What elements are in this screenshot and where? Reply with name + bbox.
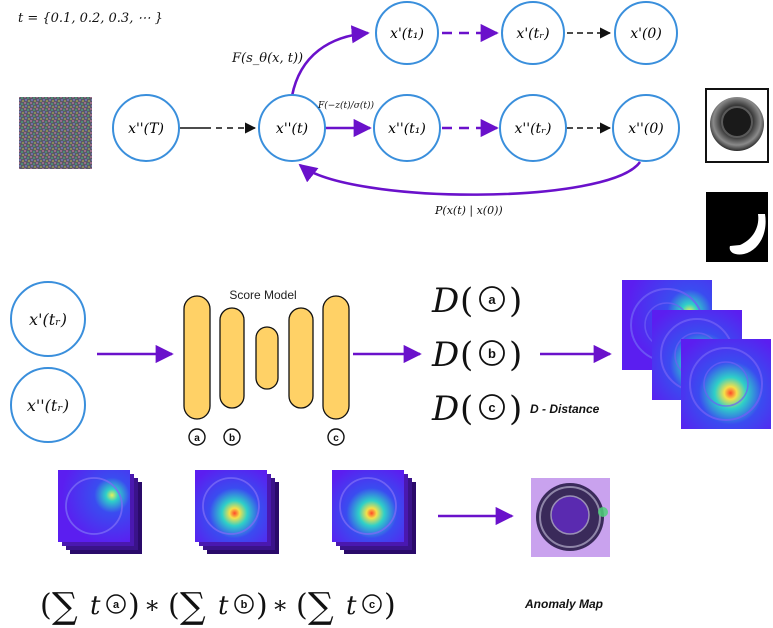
svg-text:(: (	[168, 588, 180, 623]
score-model-title: Score Model	[229, 288, 296, 302]
arrow-score-step	[290, 25, 370, 97]
node-xpp-tr-label: x''(tᵣ)	[514, 121, 551, 137]
svg-text:(: (	[40, 588, 52, 623]
input-sample-image	[705, 88, 769, 163]
layer-marker-b: b	[223, 428, 241, 446]
layer-marker-b-label: b	[229, 433, 235, 444]
distance-term-b: D ( b )	[431, 335, 522, 375]
node-xpp-t1: x''(t₁)	[373, 94, 441, 162]
times-symbol-1: ∗	[144, 591, 160, 619]
t-symbol-c: t	[346, 591, 357, 621]
time-set-formula: t = {0.1, 0.2, 0.3, ⋯ }	[18, 11, 163, 26]
svg-text:(: (	[296, 588, 308, 623]
time-stack-a	[58, 470, 142, 554]
formula-term-b: b	[241, 599, 248, 611]
layer-marker-a-label: a	[194, 433, 200, 444]
layer-marker-a: a	[188, 428, 206, 446]
distance-a-label: a	[488, 292, 496, 307]
label-noise-step: F(−z(t)/σ(t))	[317, 100, 374, 111]
input-node-xp-tr: x'(tᵣ)	[10, 281, 86, 357]
node-xp-tr-label: x'(tᵣ)	[516, 26, 549, 42]
node-xpp-tr: x''(tᵣ)	[499, 94, 567, 162]
svg-text:): )	[509, 281, 522, 321]
layer-marker-c: c	[327, 428, 345, 446]
input-xp-tr-label: x'(tᵣ)	[29, 310, 67, 329]
time-stack-b	[195, 470, 279, 554]
sum-symbol-c: ∑	[308, 586, 334, 627]
label-score-step: F(s_θ(x, t))	[231, 51, 303, 66]
distance-legend: D - Distance	[530, 402, 600, 416]
aggregation-formula: ( ∑ t a ) ∗ ( ∑ t b ) ∗ ( ∑ t c )	[40, 586, 396, 627]
svg-text:): )	[384, 588, 396, 623]
distance-heatmap-stack	[622, 280, 771, 429]
distance-term-c: D ( c )	[431, 389, 522, 429]
unet-block-b	[219, 307, 245, 409]
node-xpp-t-label: x''(t)	[276, 121, 308, 137]
sum-symbol-b: ∑	[180, 586, 206, 627]
distance-b-label: b	[488, 346, 496, 361]
t-symbol-b: t	[218, 591, 229, 621]
node-xp-tr: x'(tᵣ)	[501, 1, 565, 65]
sum-symbol-a: ∑	[52, 586, 78, 627]
node-xpp-0-label: x''(0)	[628, 121, 663, 137]
node-xpp-0: x''(0)	[612, 94, 680, 162]
node-xpp-t: x''(t)	[258, 94, 326, 162]
times-symbol-2: ∗	[272, 591, 288, 619]
distance-symbol-c: D	[431, 389, 459, 429]
svg-text:(: (	[460, 335, 473, 375]
node-xpp-T: x''(T)	[112, 94, 180, 162]
ground-truth-mask	[706, 192, 768, 262]
unet-block-d	[288, 307, 314, 409]
distance-c-label: c	[488, 400, 495, 415]
score-model-unet	[183, 295, 350, 420]
svg-text:): )	[509, 335, 522, 375]
node-xpp-T-label: x''(T)	[128, 121, 164, 137]
distance-symbol-b: D	[431, 335, 459, 375]
noise-image	[19, 97, 92, 169]
node-xp-t1-label: x'(t₁)	[390, 26, 424, 42]
formula-term-c: c	[369, 599, 375, 611]
input-xpp-tr-label: x''(tᵣ)	[27, 396, 69, 415]
formula-term-a: a	[113, 599, 120, 611]
t-symbol-a: t	[90, 591, 101, 621]
svg-text:): )	[256, 588, 268, 623]
svg-text:(: (	[460, 389, 473, 429]
arrow-forward-process	[298, 161, 642, 196]
unet-block-c	[322, 295, 350, 420]
node-xp-t1: x'(t₁)	[375, 1, 439, 65]
anomaly-map-label: Anomaly Map	[524, 597, 603, 611]
distance-term-a: D ( a )	[431, 281, 522, 321]
layer-marker-c-label: c	[333, 433, 339, 444]
distance-symbol-a: D	[431, 281, 459, 321]
label-forward-process: P(x(t) | x(0))	[434, 204, 503, 218]
input-node-xpp-tr: x''(tᵣ)	[10, 367, 86, 443]
svg-text:): )	[128, 588, 140, 623]
node-xpp-t1-label: x''(t₁)	[388, 121, 426, 137]
anomaly-map-image	[531, 478, 610, 557]
svg-text:(: (	[460, 281, 473, 321]
time-stack-c	[332, 470, 416, 554]
node-xp-0: x'(0)	[614, 1, 678, 65]
svg-text:): )	[509, 389, 522, 429]
unet-block-a	[183, 295, 211, 420]
node-xp-0-label: x'(0)	[630, 26, 662, 42]
unet-block-mid	[255, 326, 279, 390]
heatmap-layer-c	[681, 339, 771, 429]
